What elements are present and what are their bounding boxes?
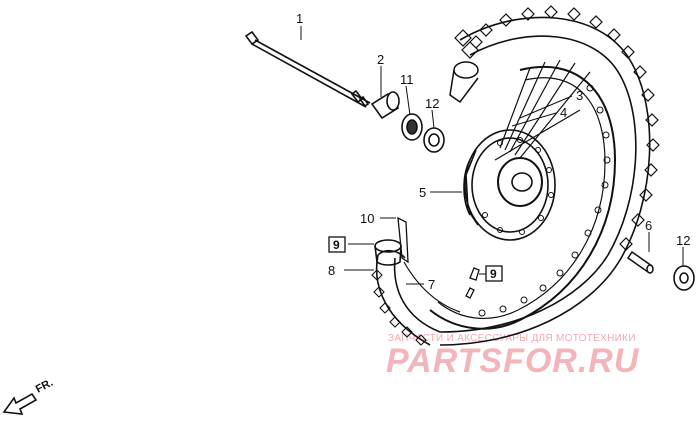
callout-9-left: 9 xyxy=(333,238,340,252)
watermark-tagline: ЗАПЧАСТИ И АКСЕССУАРЫ ДЛЯ МОТОТЕХНИКИ xyxy=(388,333,636,344)
axle xyxy=(244,30,371,108)
callout-6: 6 xyxy=(645,218,652,233)
hub-flange-holes xyxy=(482,137,554,235)
callout-8: 8 xyxy=(328,263,335,278)
tire xyxy=(429,5,660,346)
axle-collar xyxy=(370,91,400,120)
bearing-left xyxy=(423,127,445,153)
spokes xyxy=(494,59,591,161)
callout-7: 7 xyxy=(428,277,435,292)
callout-1: 1 xyxy=(296,11,303,26)
callouts: 1 2 11 12 3 4 5 10 8 7 6 12 9 9 xyxy=(296,11,690,292)
bearing-right xyxy=(673,265,695,291)
callout-9-right: 9 xyxy=(490,267,497,281)
tire-upper-stub xyxy=(449,61,479,104)
watermark: ЗАПЧАСТИ И АКСЕССУАРЫ ДЛЯ МОТОТЕХНИКИ PA… xyxy=(386,333,640,380)
callout-5: 5 xyxy=(419,185,426,200)
watermark-logo: PARTSFOR.RU xyxy=(386,342,640,380)
spoke-nipple xyxy=(469,267,480,281)
front-direction-indicator: FR. xyxy=(2,377,55,415)
spoke-holes xyxy=(478,84,611,317)
callout-9-box-left xyxy=(328,236,346,253)
callout-3: 3 xyxy=(576,88,583,103)
tread-knobs xyxy=(454,5,660,251)
callout-4: 4 xyxy=(560,105,567,120)
wheel-hub xyxy=(463,129,556,241)
tire-lower-section xyxy=(371,216,461,346)
callout-10: 10 xyxy=(360,211,374,226)
callout-11: 11 xyxy=(400,72,414,87)
distance-collar xyxy=(626,250,654,274)
front-arrow-icon xyxy=(2,392,38,415)
callout-12-right: 12 xyxy=(676,233,690,248)
front-direction-label: FR. xyxy=(34,377,55,396)
dust-seal xyxy=(401,113,423,141)
rim-valve-nut xyxy=(465,287,475,299)
callout-2: 2 xyxy=(377,52,384,67)
leader-lines xyxy=(300,26,684,285)
callout-12-left: 12 xyxy=(425,96,439,111)
